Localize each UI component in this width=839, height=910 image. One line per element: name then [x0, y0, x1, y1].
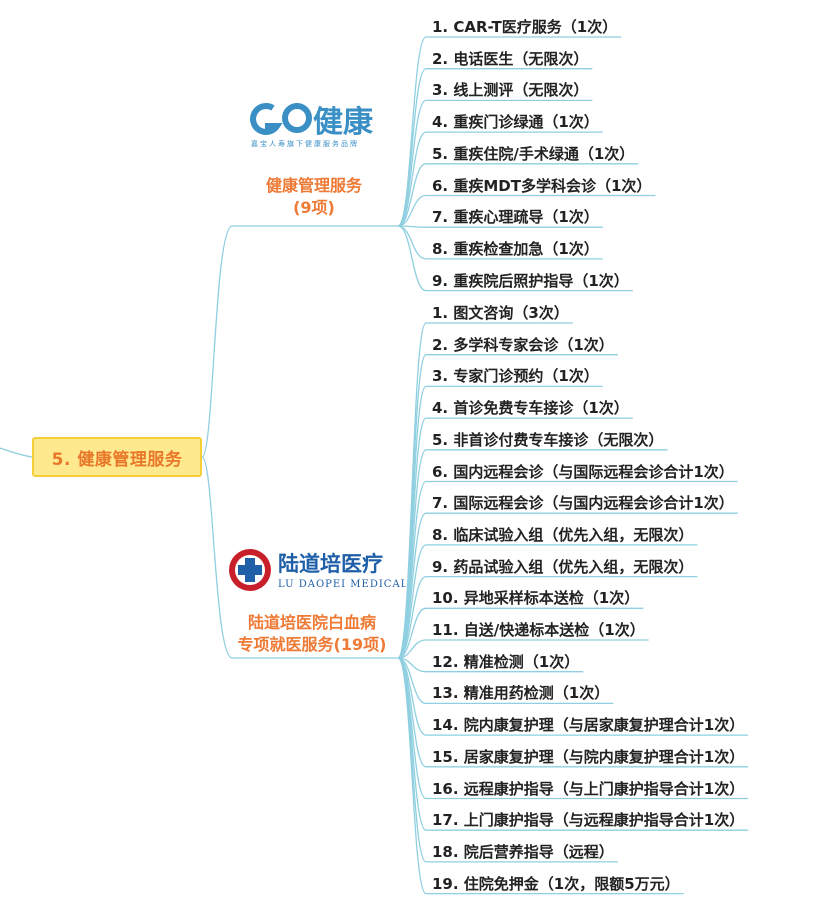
branch-title-health-line1: 健康管理服务	[265, 176, 362, 195]
list-item[interactable]: 7. 重疾心理疏导（1次）	[432, 208, 599, 227]
lu-daopei-brand-cn: 陆道培医疗	[278, 552, 383, 576]
list-item[interactable]: 5. 重疾住院/手术绿通（1次）	[432, 144, 635, 163]
go-health-tagline: 嘉宝人寿旗下健康服务品牌	[251, 139, 359, 148]
list-item[interactable]: 1. 图文咨询（3次）	[432, 304, 569, 322]
list-item[interactable]: 4. 重疾门诊绿通（1次）	[432, 113, 599, 132]
list-item[interactable]: 15. 居家康复护理（与院内康复护理合计1次）	[432, 747, 745, 766]
list-item[interactable]: 18. 院后营养指导（远程）	[432, 842, 614, 861]
list-item[interactable]: 8. 重疾检查加急（1次）	[432, 239, 599, 258]
list-item[interactable]: 9. 药品试验入组（优先入组，无限次）	[432, 557, 694, 576]
branch-title-health-line2: (9项)	[293, 198, 335, 217]
list-item[interactable]: 6. 重疾MDT多学科会诊（1次）	[432, 176, 652, 195]
lu-daopei-brand-en: LU DAOPEI MEDICAL	[278, 579, 406, 590]
list-item[interactable]: 13. 精准用药检测（1次）	[432, 684, 610, 703]
list-item[interactable]: 3. 线上测评（无限次）	[432, 81, 589, 100]
list-item[interactable]: 19. 住院免押金（1次，限额5万元）	[432, 874, 680, 893]
list-item[interactable]: 11. 自送/快递标本送检（1次）	[432, 621, 645, 639]
lu-daopei-cross-logo-icon: 陆道培医疗 LU DAOPEI MEDICAL	[229, 549, 406, 591]
list-item[interactable]: 8. 临床试验入组（优先入组，无限次）	[432, 525, 694, 544]
list-item[interactable]: 2. 电话医生（无限次）	[432, 49, 589, 68]
list-item[interactable]: 16. 远程康护指导（与上门康护指导合计1次）	[432, 779, 745, 798]
branch-title-ludaopei-line2: 专项就医服务(19项)	[237, 635, 387, 654]
list-item[interactable]: 3. 专家门诊预约（1次）	[432, 367, 599, 386]
branch-title-ludaopei-line1: 陆道培医院白血病	[247, 613, 376, 632]
branch-title-ludaopei[interactable]: 陆道培医院白血病 专项就医服务(19项)	[226, 612, 398, 656]
go-health-logo-icon: 健康 嘉宝人寿旗下健康服务品牌	[250, 103, 374, 148]
list-item[interactable]: 1. CAR-T医疗服务（1次）	[432, 18, 618, 36]
list-item[interactable]: 4. 首诊免费专车接诊（1次）	[432, 399, 629, 418]
list-item[interactable]: 17. 上门康护指导（与远程康护指导合计1次）	[432, 811, 745, 830]
list-item[interactable]: 14. 院内康复护理（与居家康复护理合计1次）	[432, 716, 745, 735]
go-health-brand: 健康	[313, 105, 374, 140]
list-item[interactable]: 7. 国际远程会诊（与国内远程会诊合计1次）	[432, 494, 734, 513]
list-item[interactable]: 6. 国内远程会诊（与国际远程会诊合计1次）	[432, 462, 734, 481]
list-item[interactable]: 10. 异地采样标本送检（1次）	[432, 589, 640, 608]
list-item[interactable]: 12. 精准检测（1次）	[432, 652, 580, 671]
list-item[interactable]: 9. 重疾院后照护指导（1次）	[432, 271, 629, 290]
branch-title-health[interactable]: 健康管理服务 (9项)	[252, 175, 376, 219]
list-item[interactable]: 5. 非首诊付费专车接诊（无限次）	[432, 430, 664, 449]
list-item[interactable]: 2. 多学科专家会诊（1次）	[432, 335, 614, 354]
root-node[interactable]: 5. 健康管理服务	[32, 437, 202, 477]
